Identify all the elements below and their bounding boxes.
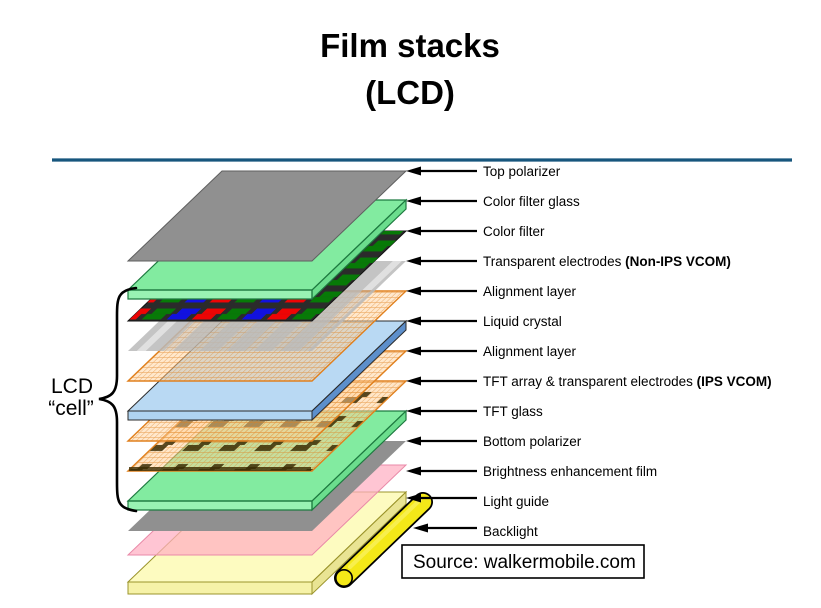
label-tft-glass: TFT glass: [483, 404, 543, 419]
label-light-guide: Light guide: [483, 494, 549, 509]
label-brightness-enhancement-film: Brightness enhancement film: [483, 464, 657, 479]
arrow-alignment-bottom: [406, 346, 477, 356]
backlight-tube: [335, 493, 432, 587]
source-box: Source: walkermobile.com: [401, 544, 645, 579]
arrow-color-filter: [406, 226, 477, 236]
label-transparent-electrodes: Transparent electrodes (Non-IPS VCOM): [483, 254, 731, 269]
liquid-crystal-front: [128, 411, 312, 420]
label-color-filter-glass: Color filter glass: [483, 194, 580, 209]
backlight-tube-endcap: [334, 568, 353, 587]
arrow-color-filter-glass: [406, 196, 477, 206]
label-liquid-crystal: Liquid crystal: [483, 314, 562, 329]
arrow-top-polarizer: [406, 166, 477, 176]
callout-arrows: [406, 166, 477, 533]
label-backlight: Backlight: [483, 524, 538, 539]
label-bottom-polarizer: Bottom polarizer: [483, 434, 582, 449]
source-box-frame: [401, 544, 645, 579]
cf-glass-front: [128, 290, 312, 299]
cf-glass-side: [312, 200, 406, 299]
lcd-cell-label-line1: LCD: [51, 375, 93, 398]
arrow-liquid-crystal: [406, 316, 477, 326]
arrow-tft-glass: [406, 406, 477, 416]
backlight-tube-highlight: [348, 498, 422, 569]
label-color-filter: Color filter: [483, 224, 545, 239]
arrow-brightness-enhancement-film: [406, 466, 477, 476]
layer-top-polarizer: [128, 171, 406, 261]
page-title-line2: (LCD): [365, 74, 455, 111]
arrow-backlight: [413, 523, 477, 533]
label-alignment-bottom: Alignment layer: [483, 344, 577, 359]
curly-brace: [98, 286, 138, 513]
label-alignment-top: Alignment layer: [483, 284, 577, 299]
lcd-cell-bracket: LCD “cell”: [48, 286, 138, 513]
light-guide-front: [128, 582, 312, 594]
arrow-transparent-electrodes: [406, 256, 477, 266]
layer-backlight-lamp: [334, 492, 433, 588]
lcd-cell-label-line2: “cell”: [48, 397, 94, 420]
label-tft-array: TFT array & transparent electrodes (IPS …: [483, 374, 772, 389]
arrow-light-guide: [406, 493, 477, 503]
tft-glass-side: [312, 411, 406, 510]
arrow-tft-array: [406, 376, 477, 386]
source-box-text: Source: walkermobile.com: [413, 552, 636, 573]
layer-labels: Top polarizer Color filter glass Color f…: [483, 164, 772, 539]
tft-glass-front: [128, 501, 312, 510]
arrow-bottom-polarizer: [406, 436, 477, 446]
liquid-crystal-side: [312, 321, 406, 420]
light-guide-side: [312, 492, 406, 594]
arrow-alignment-top: [406, 286, 477, 296]
page-title-line1: Film stacks: [320, 27, 500, 64]
label-top-polarizer: Top polarizer: [483, 164, 561, 179]
